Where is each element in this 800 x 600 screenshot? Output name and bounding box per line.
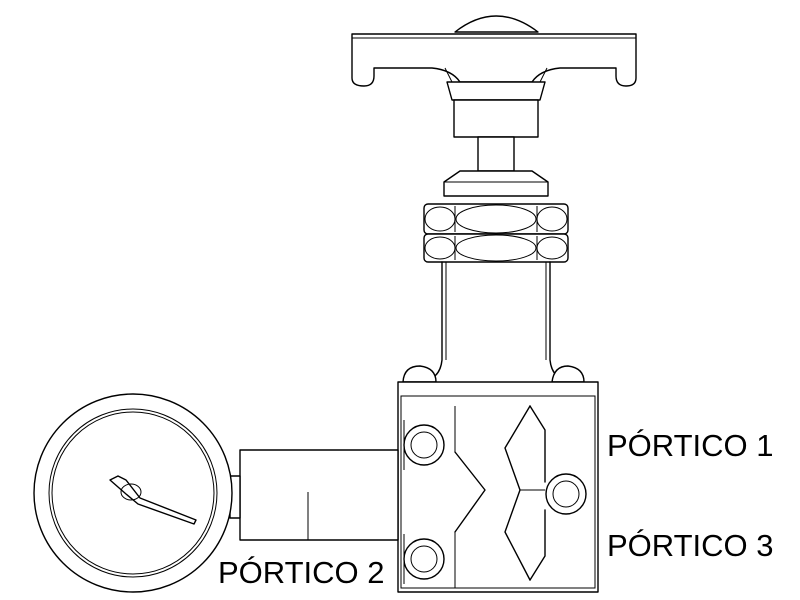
port-1-label: PÓRTICO 1 (607, 428, 774, 463)
stem-assembly (443, 81, 549, 197)
gauge-connector (229, 449, 399, 541)
gauge-needle (109, 475, 197, 525)
handwheel (351, 15, 637, 87)
pressure-gauge (33, 393, 233, 593)
port-2-label: PÓRTICO 2 (218, 555, 385, 590)
port-2-fitting (403, 538, 445, 580)
bonnet (402, 261, 585, 383)
valve-body (397, 381, 599, 593)
handwheel-bar (351, 33, 637, 87)
lower-hex-nut (423, 233, 569, 263)
upper-hex-nut (423, 203, 569, 235)
port-3-fitting (545, 473, 587, 515)
port-3-label: PÓRTICO 3 (607, 528, 774, 563)
knob-cap (454, 15, 539, 33)
port-1-fitting (403, 424, 445, 466)
